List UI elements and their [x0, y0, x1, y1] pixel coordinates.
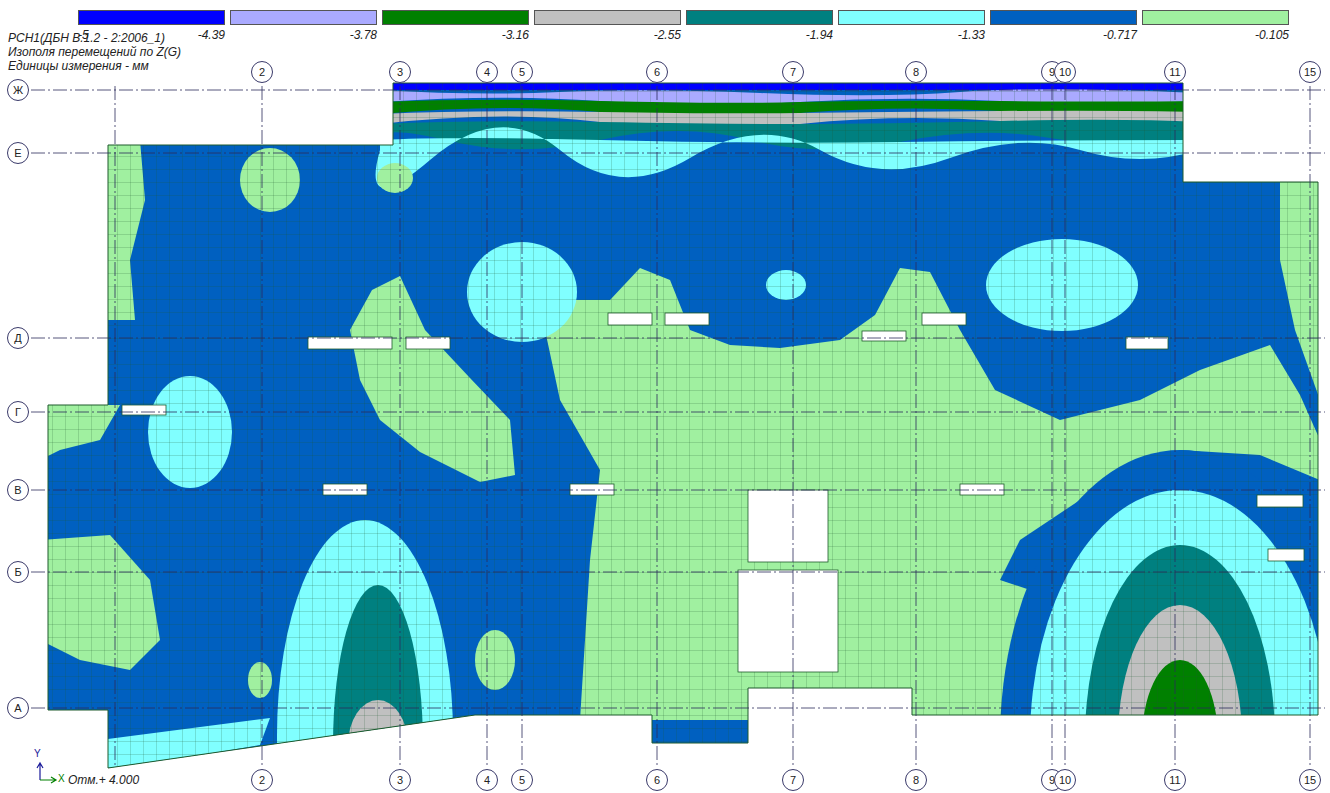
legend-value: -2.55 — [654, 28, 681, 42]
axis-label: Ж — [13, 84, 23, 96]
axis-label: 8 — [913, 774, 919, 786]
axis-label: 5 — [519, 774, 525, 786]
axis-label: Г — [15, 406, 21, 418]
axis-marker: 10 — [1054, 769, 1076, 791]
axis-letter: Y — [34, 748, 41, 759]
legend-value: -3.16 — [502, 28, 529, 42]
axis-label: В — [14, 484, 21, 496]
legend-item: -3.78 — [230, 10, 377, 42]
axis-marker: 4 — [476, 769, 498, 791]
legend-swatch — [838, 10, 985, 25]
axis-icon — [37, 763, 56, 783]
axis-label: 11 — [1169, 774, 1180, 786]
legend-value: -0.105 — [1255, 28, 1289, 42]
legend-item: -3.16 — [382, 10, 529, 42]
legend-value: -4.39 — [198, 28, 225, 42]
axis-marker: 5 — [511, 61, 533, 83]
legend-swatch — [78, 10, 225, 25]
axis-label: 3 — [397, 66, 403, 78]
legend-swatch — [382, 10, 529, 25]
axis-label: 10 — [1059, 66, 1071, 78]
axis-marker: 7 — [782, 61, 804, 83]
axis-marker: 7 — [782, 769, 804, 791]
axis-label: 15 — [1304, 774, 1316, 786]
axis-label: Д — [14, 332, 21, 344]
axis-marker: 6 — [646, 769, 668, 791]
axis-label: 3 — [397, 774, 403, 786]
axis-label: 4 — [484, 774, 490, 786]
legend-value: -5 — [78, 28, 89, 42]
axis-marker: 5 — [511, 769, 533, 791]
legend-value: -1.94 — [806, 28, 833, 42]
axis-marker: 11 — [1164, 61, 1186, 83]
axis-label: 2 — [259, 66, 265, 78]
legend-item: -1.94 — [686, 10, 833, 42]
axis-label: 11 — [1169, 66, 1180, 78]
axis-marker: 8 — [905, 61, 927, 83]
axis-label: 7 — [790, 66, 796, 78]
axis-marker: Г — [7, 401, 29, 423]
legend-value: -1.33 — [958, 28, 985, 42]
legend-swatch — [534, 10, 681, 25]
axis-label: 15 — [1304, 66, 1316, 78]
axis-marker: 4 — [476, 61, 498, 83]
axis-marker: 8 — [905, 769, 927, 791]
legend-value: -3.78 — [350, 28, 377, 42]
axis-marker: Б — [7, 561, 29, 583]
axis-marker: 3 — [389, 61, 411, 83]
axis-label: Б — [14, 566, 21, 578]
slab-openings — [122, 313, 1304, 672]
level-label: Отм.+ 4.000 — [68, 773, 139, 787]
axis-label: А — [14, 702, 21, 714]
axis-label: 4 — [484, 66, 490, 78]
axis-marker: 2 — [251, 61, 273, 83]
legend-value: -0.717 — [1103, 28, 1137, 42]
axis-label: 7 — [790, 774, 796, 786]
legend-item: -0.717 — [990, 10, 1137, 42]
axis-label: 5 — [519, 66, 525, 78]
axis-marker: А — [7, 697, 29, 719]
title-line: Единицы измерения - мм — [8, 59, 149, 73]
axis-marker: 15 — [1299, 769, 1321, 791]
legend-item: -0.105 — [1142, 10, 1289, 42]
axis-marker: Е — [7, 142, 29, 164]
axis-label: Е — [14, 147, 21, 159]
grid-axes — [31, 86, 1325, 768]
axis-marker: 11 — [1164, 769, 1186, 791]
axis-marker: 10 — [1054, 61, 1076, 83]
axis-marker: 3 — [389, 769, 411, 791]
legend-swatch — [990, 10, 1137, 25]
axis-label: 10 — [1059, 774, 1071, 786]
legend-swatch — [230, 10, 377, 25]
axis-marker: Д — [7, 327, 29, 349]
title-line: Изополя перемещений по Z(G) — [8, 45, 181, 59]
axis-marker: 2 — [251, 769, 273, 791]
axis-label: 6 — [654, 774, 660, 786]
axis-label: 6 — [654, 66, 660, 78]
legend-swatch — [1142, 10, 1289, 25]
axis-marker: 15 — [1299, 61, 1321, 83]
axis-marker: В — [7, 479, 29, 501]
axis-marker: 6 — [646, 61, 668, 83]
legend-swatch — [686, 10, 833, 25]
legend-item: -2.55 — [534, 10, 681, 42]
axis-label: 2 — [259, 774, 265, 786]
axis-marker: Ж — [7, 79, 29, 101]
legend-item: -1.33 — [838, 10, 985, 42]
axis-label: 8 — [913, 66, 919, 78]
axis-letter: X — [58, 773, 65, 784]
